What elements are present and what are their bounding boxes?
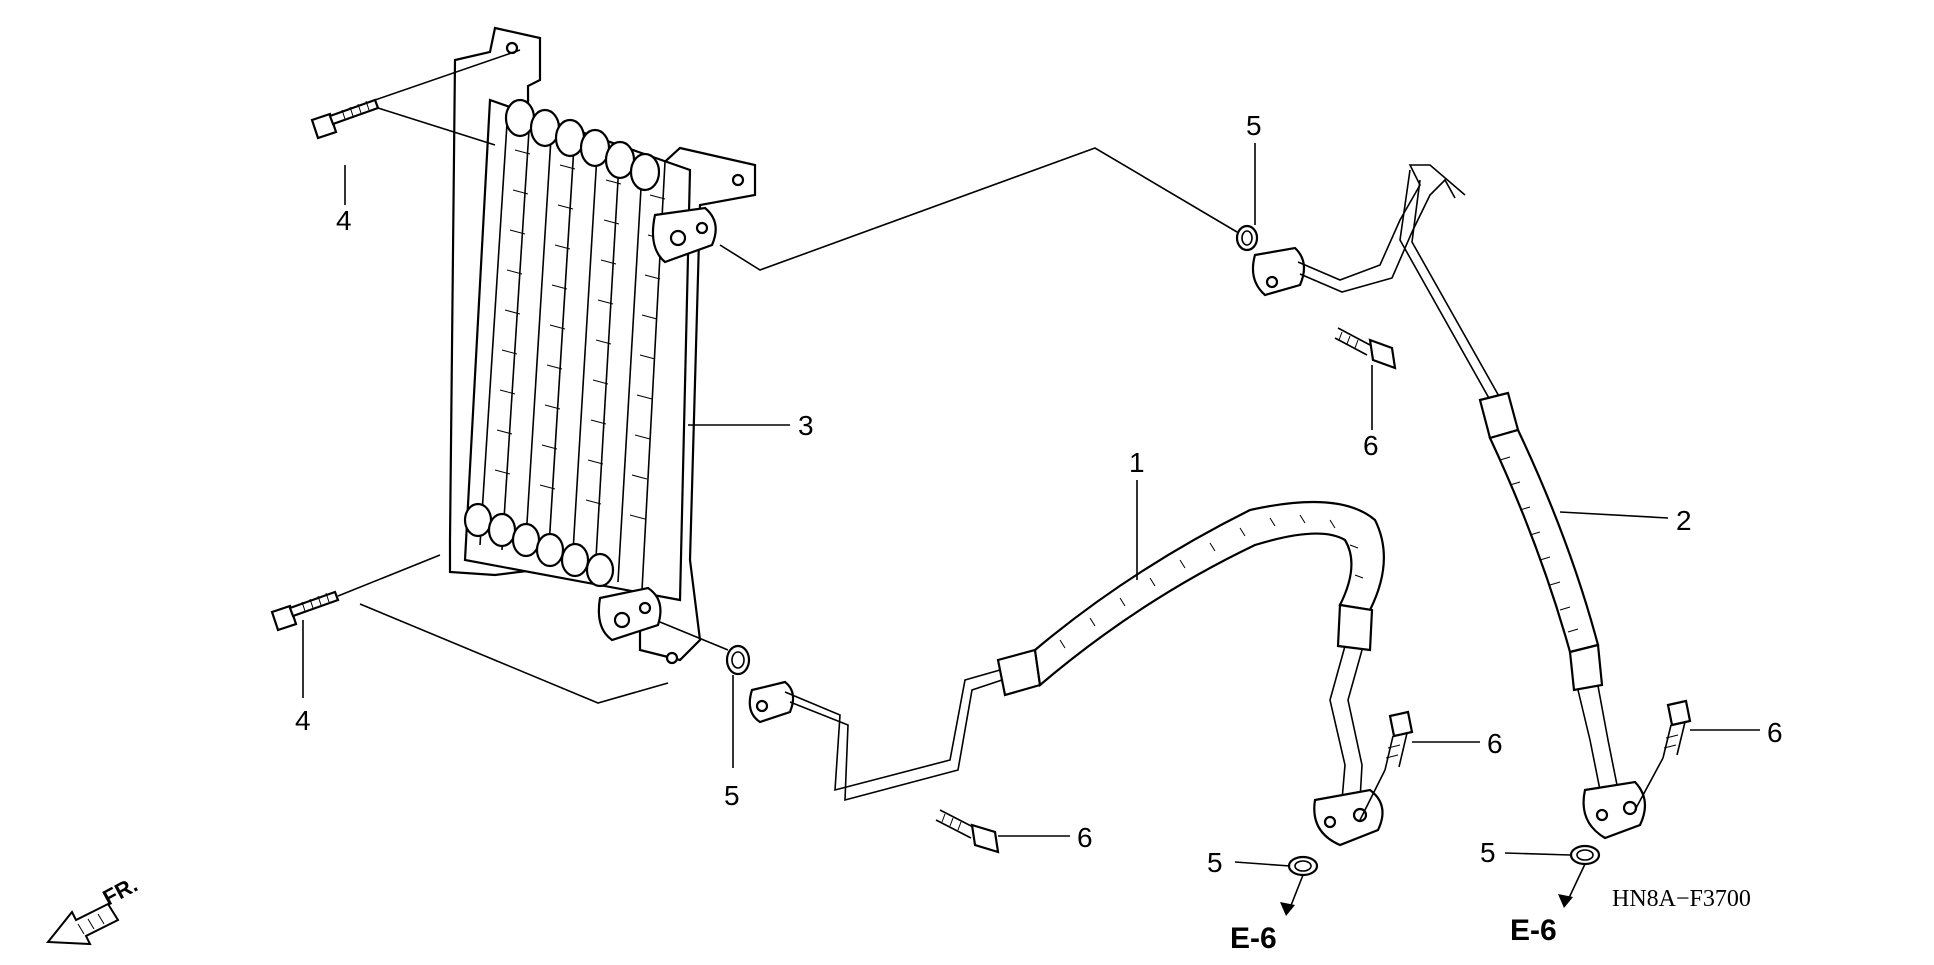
callout-4-lower: 4: [295, 705, 311, 736]
callout-6-right: 6: [1767, 717, 1783, 748]
bolt-4-lower: [270, 590, 340, 632]
arrow-to-e6-left: [1280, 902, 1295, 916]
front-arrow-icon: [45, 902, 120, 946]
bolt-6-right: [1662, 699, 1692, 759]
oil-pipe-2: [1251, 164, 1647, 840]
callout-5-left: 5: [724, 780, 740, 811]
bolt-6-middle: [1384, 710, 1414, 771]
callout-2: 2: [1676, 505, 1692, 536]
o-ring-5-left: [725, 644, 751, 676]
o-ring-5-bottom-left: [1287, 855, 1319, 877]
callout-5-bottom-right: 5: [1480, 837, 1496, 868]
callout-6-lower-left: 6: [1077, 822, 1093, 853]
bolt-4-upper: [310, 98, 380, 140]
ref-e6-left: E-6: [1230, 922, 1277, 955]
arrow-to-e6-right: [1558, 894, 1573, 908]
callout-6-upper: 6: [1363, 430, 1379, 461]
callout-5-bottom-left: 5: [1207, 847, 1223, 878]
oil-pipe-1: [748, 500, 1385, 847]
leader-lines: [302, 49, 1760, 909]
o-ring-5-bottom-right: [1569, 844, 1601, 866]
callout-4-upper: 4: [336, 205, 352, 236]
oil-cooler: [448, 26, 757, 665]
drawing-code: HN8A−F3700: [1612, 886, 1751, 912]
o-ring-5-upper: [1235, 224, 1259, 252]
bolt-6-lower-left: [935, 809, 1000, 854]
callout-5-upper: 5: [1246, 110, 1262, 141]
bolt-6-upper: [1334, 327, 1397, 370]
callout-3: 3: [798, 410, 814, 441]
callout-6-middle: 6: [1487, 728, 1503, 759]
ref-e6-right: E-6: [1510, 914, 1557, 947]
callout-1: 1: [1129, 447, 1145, 478]
